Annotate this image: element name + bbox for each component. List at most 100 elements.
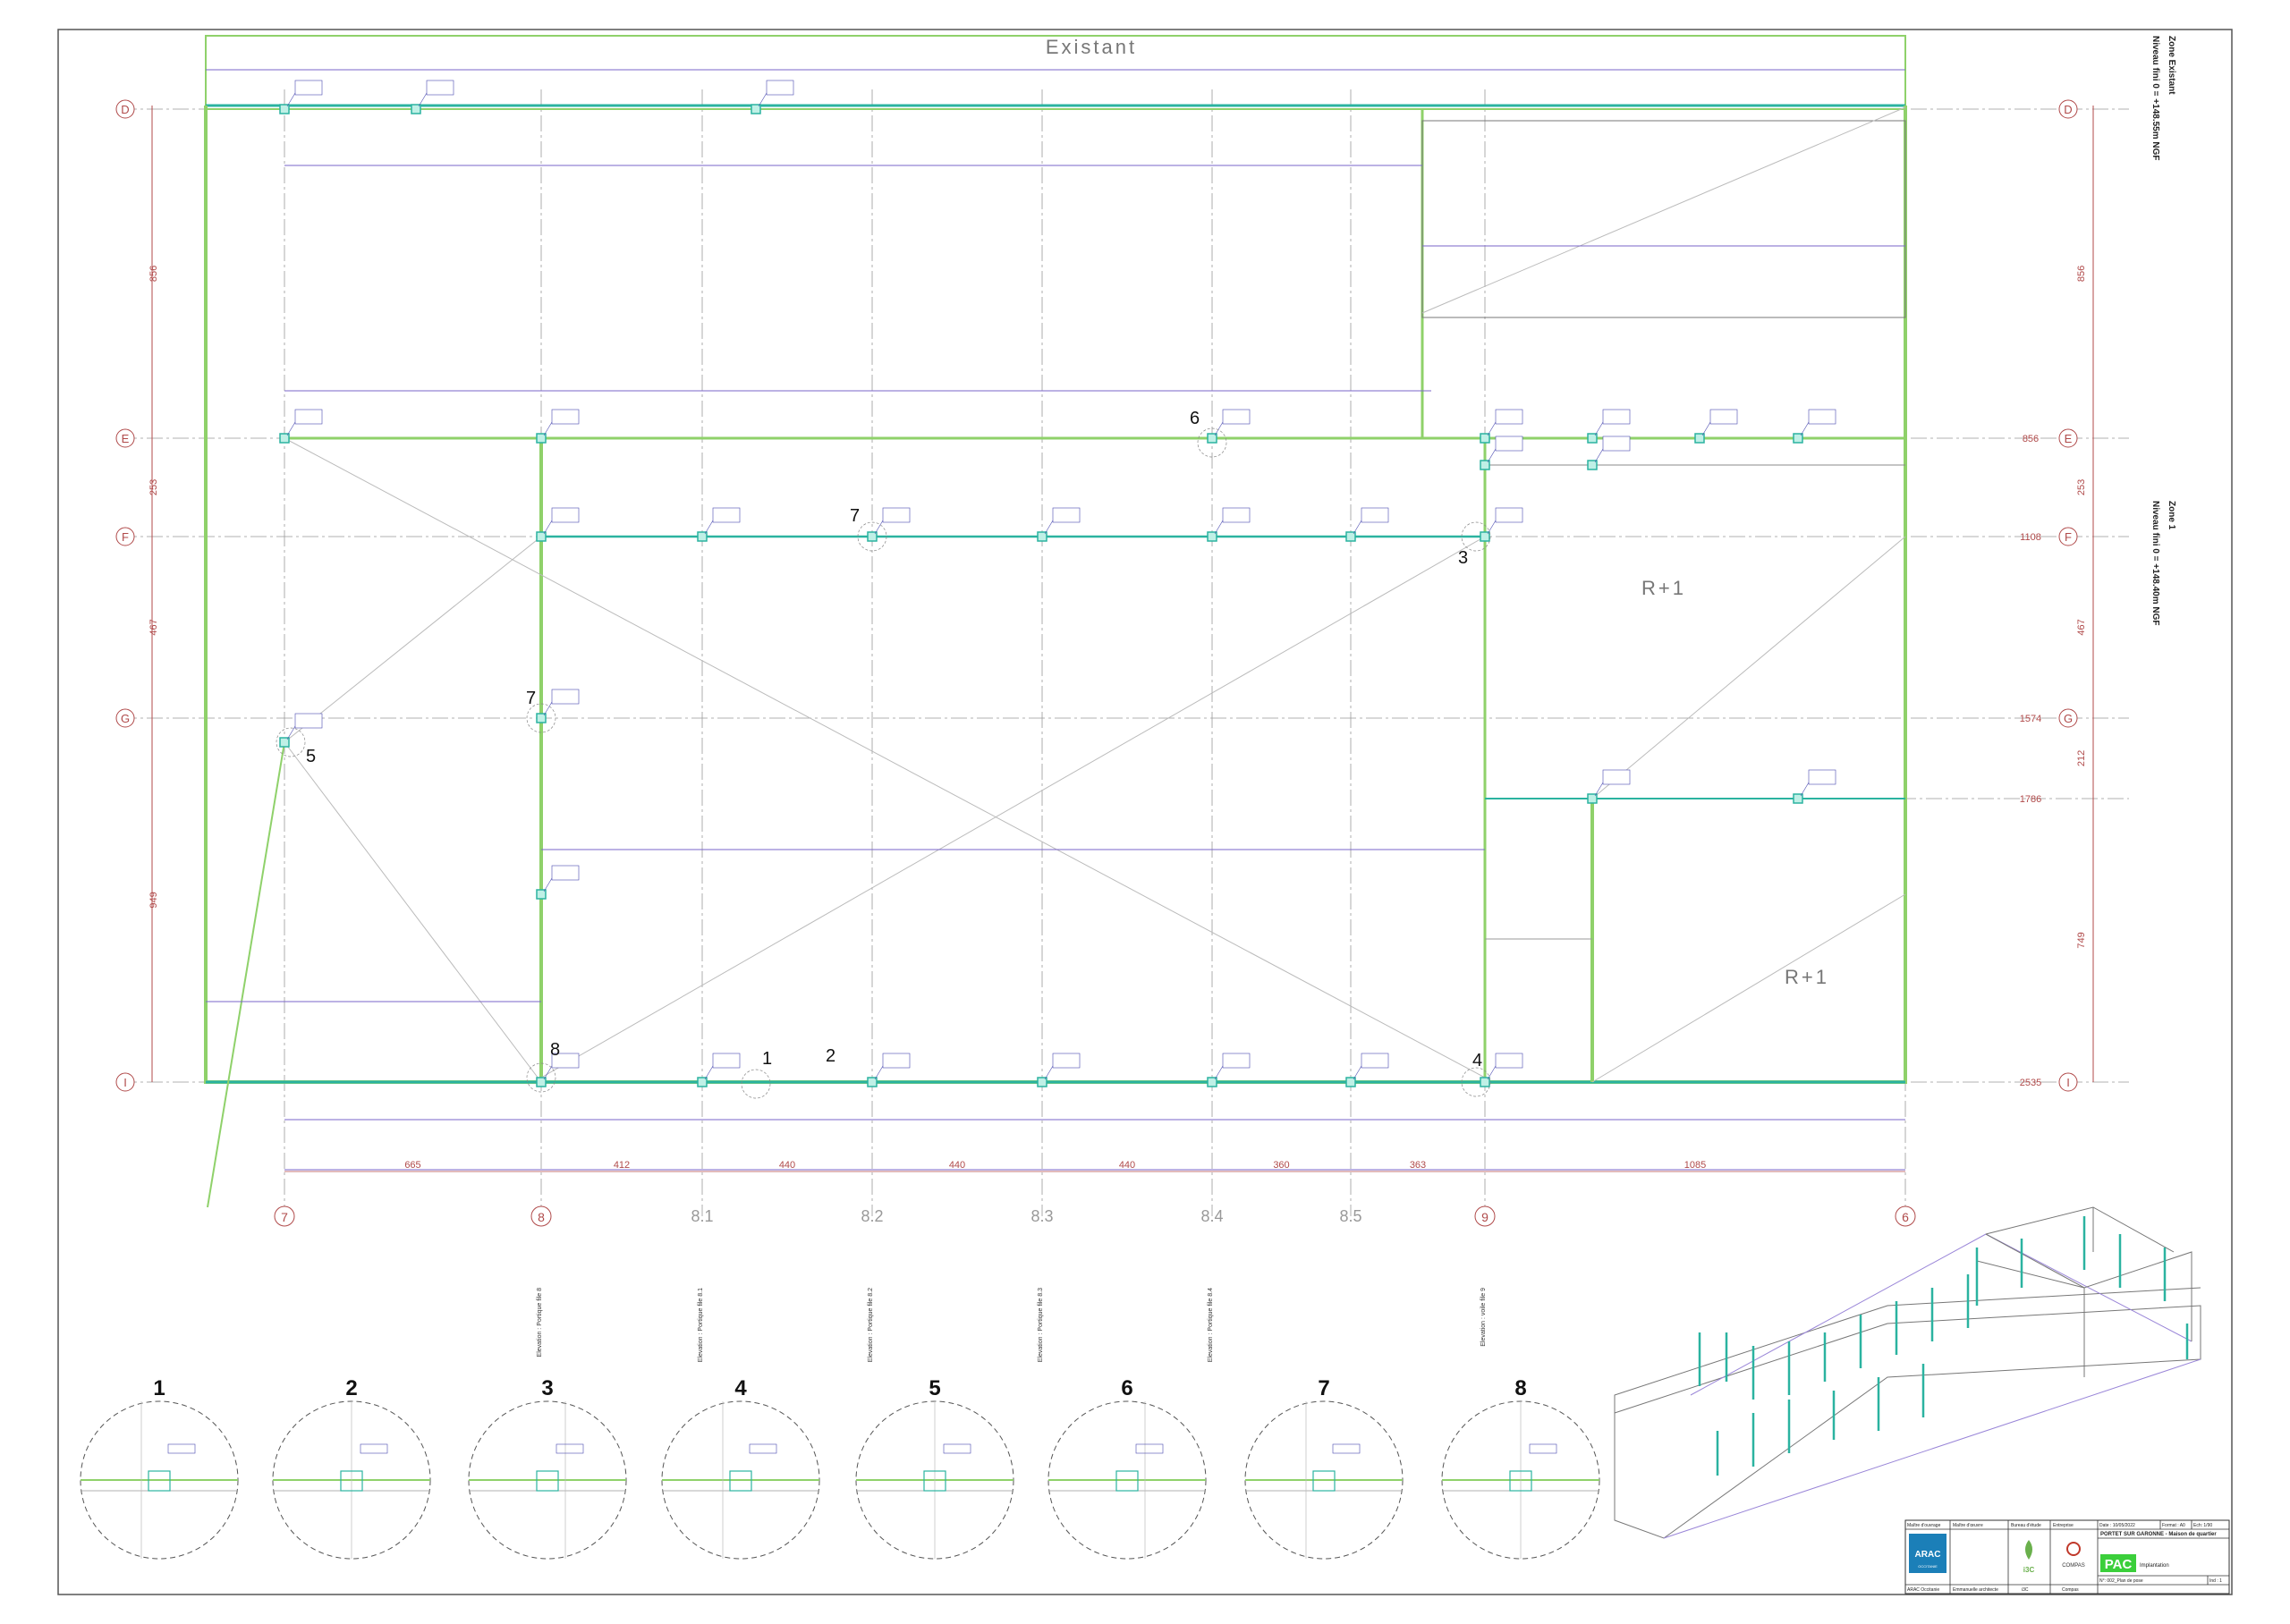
column-leader-26 [1800, 421, 1810, 436]
column-15 [279, 737, 290, 748]
row-bubble-I-left: I [115, 1072, 135, 1092]
row-seg-dim-4: 749 [2076, 932, 2087, 948]
column-leader-19 [874, 1065, 884, 1080]
column-tag-4 [551, 409, 580, 425]
row-dim-left-3: 949 [148, 892, 159, 908]
column-tag-1 [426, 80, 454, 96]
column-leader-4 [543, 421, 553, 436]
grid-layer [121, 89, 2129, 1216]
column-8 [697, 531, 708, 542]
arac-logo-sub: OCCITANIE [1918, 1564, 1938, 1569]
detail-number-4: 4 [734, 1376, 747, 1400]
detail-number-6: 6 [1121, 1376, 1132, 1400]
row-bubble-F-left: F [115, 527, 135, 546]
col-bubble-8.5: 8.5 [1339, 1207, 1361, 1225]
column-tag-21 [1222, 1053, 1251, 1069]
zone-existing-level: Niveau fini 0 = +148.55m NGF [2150, 36, 2160, 161]
column-leader-22 [1353, 1065, 1362, 1080]
column-leader-28 [1800, 782, 1810, 797]
row-seg-dim-2: 467 [2076, 619, 2087, 635]
isometric-posts [1698, 1216, 2189, 1476]
row-bubble-F-right: F [2058, 527, 2078, 546]
col-bubble-9: 9 [1474, 1205, 1496, 1227]
column-2 [751, 104, 761, 114]
row-bubble-circle [2058, 708, 2078, 728]
column-tag-16 [551, 865, 580, 881]
column-16 [536, 889, 547, 900]
tb-index: Ind : 1 [2209, 1578, 2222, 1584]
column-leader-17 [543, 1065, 553, 1080]
callout-circle-4 [1197, 427, 1227, 458]
column-19 [867, 1077, 878, 1087]
column-leader-2 [758, 92, 768, 107]
column-tag-19 [882, 1053, 911, 1069]
column-13 [1480, 531, 1490, 542]
row-bubble-circle [2058, 1072, 2078, 1092]
detail-number-7: 7 [1318, 1376, 1329, 1400]
col-bubble-label: 8 [538, 1210, 545, 1224]
tb-header-entreprise: Entreprise [2053, 1523, 2074, 1528]
column-leader-3 [286, 421, 296, 436]
row-dim-left-2: 467 [148, 619, 159, 635]
column-6 [1480, 433, 1490, 444]
column-14 [536, 713, 547, 723]
column-leader-8 [704, 520, 714, 535]
column-leader-10 [1044, 520, 1054, 535]
row-bubble-G-left: G [115, 708, 135, 728]
row-dim-right-2: 1574 [2020, 714, 2041, 724]
r1-label-upper: R+1 [1641, 577, 1686, 599]
col-dim-text-7: 1085 [1684, 1160, 1706, 1171]
row-bubble-label: I [123, 1076, 127, 1089]
i3c-logo: i3C [2023, 1540, 2034, 1574]
row-bubble-circle [115, 428, 135, 448]
column-leader-16 [543, 877, 553, 892]
column-leader-13 [1487, 520, 1497, 535]
detail-tag [360, 1443, 388, 1454]
detail-2: 2 [272, 1376, 431, 1560]
column-12 [1345, 531, 1356, 542]
column-tag-28 [1808, 769, 1836, 785]
column-0 [279, 104, 290, 114]
col-dim-text-1: 412 [614, 1160, 630, 1171]
col-bubble-8.4: 8.4 [1200, 1207, 1223, 1225]
col-bubble-label: 7 [281, 1210, 288, 1224]
row-bubble-circle [2058, 99, 2078, 119]
tb-footer-owner: ARAC Occitanie [1907, 1587, 1939, 1593]
callout-4: 4 [1472, 1051, 1482, 1070]
column-leader-14 [543, 701, 553, 716]
row-bubble-label: E [122, 432, 130, 445]
row-dim-right-1: 1108 [2020, 532, 2041, 543]
column-3 [279, 433, 290, 444]
compas-logo: COMPAS [2062, 1542, 2085, 1569]
detail-tag [167, 1443, 196, 1454]
col-bubble-circle [1474, 1205, 1496, 1227]
detail-tag [1529, 1443, 1557, 1454]
title-block: Maître d'ouvrage Maître d'œuvre Bureau d… [1904, 1519, 2230, 1594]
detail-1: 1 [80, 1376, 239, 1560]
row-dim-left-0: 856 [148, 266, 159, 282]
column-leader-1 [418, 92, 428, 107]
column-leader-27 [1594, 782, 1604, 797]
column-tag-8 [712, 507, 741, 523]
callout-7a: 7 [850, 506, 860, 526]
column-tag-20 [1052, 1053, 1081, 1069]
col-dim-text-2: 440 [779, 1160, 795, 1171]
row-bubble-label: I [2066, 1076, 2070, 1089]
column-27 [1587, 793, 1598, 804]
column-leader-23 [1487, 1065, 1497, 1080]
tb-drawing-no: N°: 002_Plan de pose [2099, 1578, 2143, 1584]
column-20 [1037, 1077, 1047, 1087]
column-tag-17 [551, 1053, 580, 1069]
zone-existing-label: Zone Existant [2167, 36, 2176, 95]
column-4 [536, 433, 547, 444]
row-dim-left-1: 253 [148, 479, 159, 495]
column-30 [1587, 460, 1598, 470]
tb-format: Format : A0 [2162, 1523, 2185, 1528]
col-dim-text-5: 360 [1273, 1160, 1289, 1171]
column-leader-25 [1701, 421, 1711, 436]
isometric-view [1614, 1206, 2201, 1539]
callout-7b: 7 [526, 689, 536, 708]
existing-zone-title: Existant [1046, 36, 1137, 58]
tb-header-owner: Maître d'ouvrage [1907, 1523, 1941, 1528]
callout-6: 6 [1190, 409, 1200, 428]
